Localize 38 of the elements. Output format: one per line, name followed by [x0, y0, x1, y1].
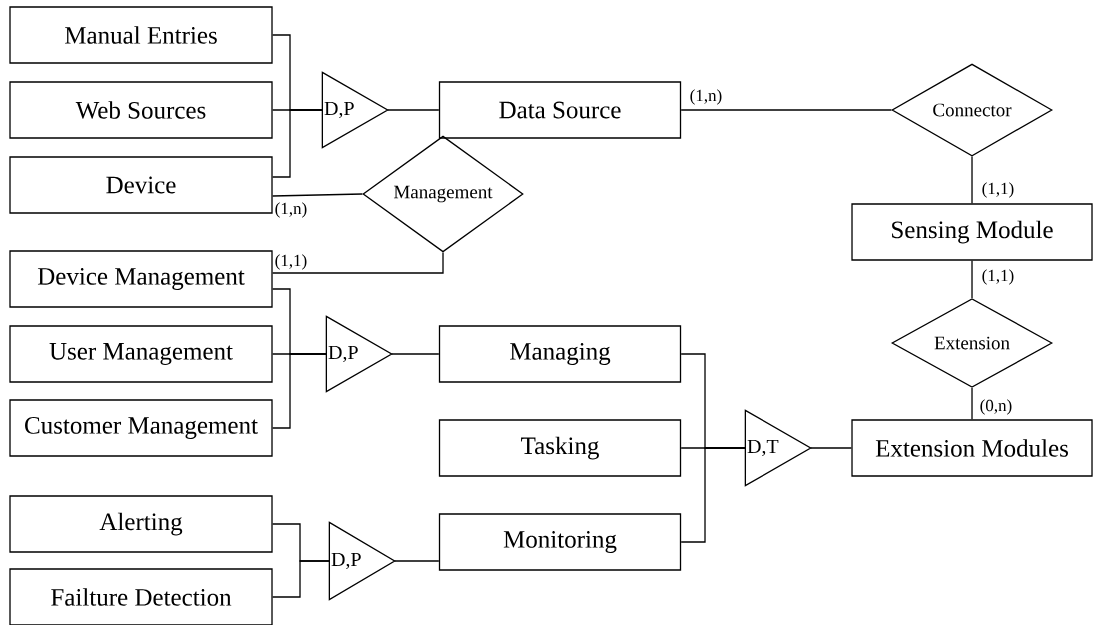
cardinality-label: (1,1) [980, 181, 1016, 199]
entity-box: User Management [9, 325, 273, 383]
connector-line [272, 193, 363, 197]
entity-box: Alerting [9, 495, 273, 553]
connector-line [272, 353, 327, 429]
connector-line [680, 109, 892, 111]
connector-line [971, 260, 973, 299]
cardinality-label: (0,n) [978, 398, 1014, 416]
entity-box: Sensing Module [851, 203, 1093, 261]
connector-line [810, 447, 852, 449]
cardinality-label: (1,n) [273, 201, 309, 219]
entity-box: Tasking [438, 419, 682, 477]
connector-line [680, 447, 746, 543]
entity-box: Customer Management [9, 399, 273, 457]
connector-line [387, 109, 440, 111]
cardinality-label: (1,1) [980, 268, 1016, 286]
entity-box: Monitoring [438, 513, 682, 571]
entity-box: Data Source [438, 81, 682, 139]
connector-line [394, 560, 440, 562]
entity-box: Manual Entries [9, 6, 273, 64]
entity-box: Managing [438, 325, 682, 383]
connector-line [272, 251, 444, 274]
entity-box: Extension Modules [851, 419, 1093, 477]
entity-box: Device [9, 156, 273, 214]
specialization-triangle: D,P [321, 71, 389, 149]
entity-box: Failture Detection [9, 568, 273, 625]
connector-line [971, 155, 973, 204]
connector-line [391, 353, 440, 355]
connector-line [272, 109, 323, 178]
cardinality-label: (1,1) [273, 253, 309, 271]
specialization-triangle: D,P [328, 521, 396, 601]
connector-line [971, 387, 973, 420]
cardinality-label: (1,n) [688, 88, 724, 106]
entity-box: Device Management [9, 250, 273, 308]
specialization-triangle: D,T [744, 409, 812, 487]
entity-box: Web Sources [9, 81, 273, 139]
specialization-triangle: D,P [325, 315, 393, 393]
connector-line [272, 560, 330, 598]
